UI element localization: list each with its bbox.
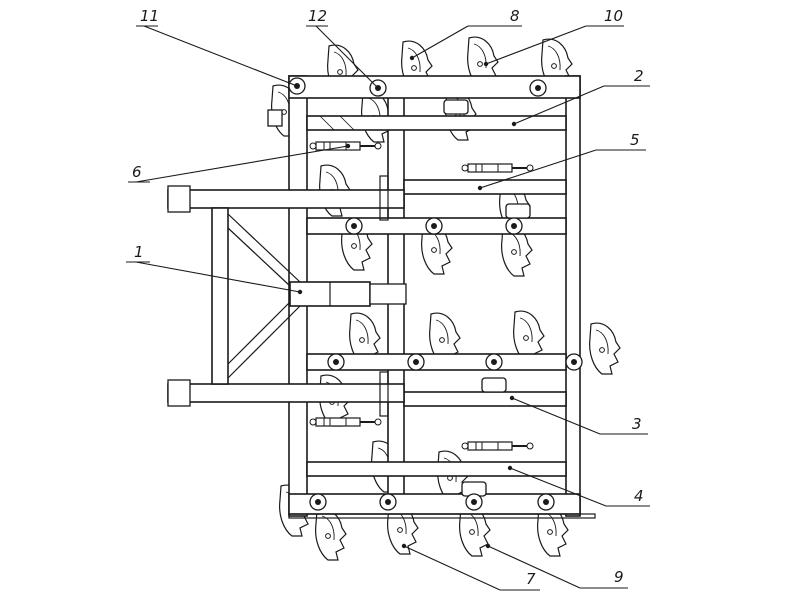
callout-8: 8 <box>510 7 520 25</box>
callout-5: 5 <box>630 131 640 149</box>
callout-11: 11 <box>140 7 159 25</box>
callout-7: 7 <box>526 570 536 588</box>
gang-beam-4 <box>306 461 567 477</box>
leader-lines <box>126 25 650 591</box>
main-frame <box>288 75 596 519</box>
gang-beam-3 <box>403 391 567 407</box>
callout-9: 9 <box>614 568 624 586</box>
callout-12: 12 <box>308 7 327 25</box>
callout-3: 3 <box>632 415 642 433</box>
leader-dots <box>294 55 517 549</box>
bearing-brackets <box>267 99 531 497</box>
callout-4: 4 <box>634 487 644 505</box>
hitch-frame <box>167 175 407 417</box>
callout-labels: 11 12 8 10 2 5 6 1 3 4 7 9 <box>132 7 644 588</box>
gang-beam-lower-middle <box>306 353 567 371</box>
gang-beam-2 <box>306 115 567 131</box>
callout-10: 10 <box>604 7 623 25</box>
callout-2: 2 <box>634 67 644 85</box>
callout-6: 6 <box>132 163 142 181</box>
callout-1: 1 <box>134 243 144 261</box>
gang-beam-5 <box>403 179 567 195</box>
